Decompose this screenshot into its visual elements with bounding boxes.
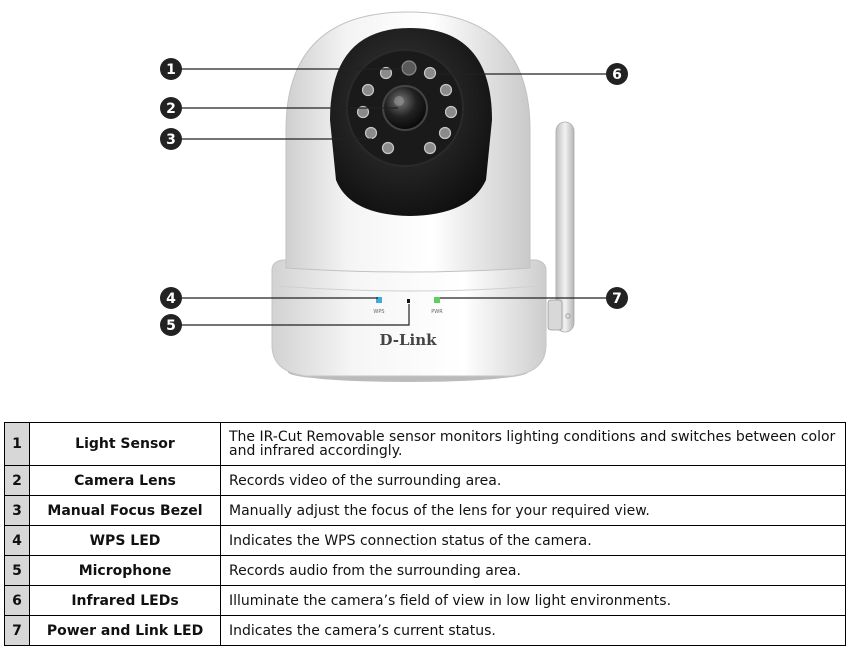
microphone — [407, 299, 410, 303]
component-name: Light Sensor — [29, 422, 221, 466]
camera-diagram: WPS PWR D-Link 1 2 3 4 5 6 7 — [160, 11, 628, 382]
row-number: 3 — [4, 495, 30, 526]
callout-1-number: 1 — [166, 62, 176, 78]
component-name: Power and Link LED — [29, 615, 221, 646]
row-number: 1 — [4, 422, 30, 466]
front-indicators: WPS PWR D-Link — [373, 297, 443, 349]
callout-2-number: 2 — [166, 101, 176, 117]
wps-led — [376, 297, 382, 303]
component-name: WPS LED — [29, 525, 221, 556]
callout-2: 2 — [160, 97, 182, 119]
component-description: Indicates the WPS connection status of t… — [220, 525, 846, 556]
row-number: 7 — [4, 615, 30, 646]
component-description: Manually adjust the focus of the lens fo… — [220, 495, 846, 526]
component-description: Illuminate the camera’s field of view in… — [220, 585, 846, 616]
row-number: 2 — [4, 465, 30, 496]
component-name: Infrared LEDs — [29, 585, 221, 616]
component-description: Records audio from the surrounding area. — [220, 555, 846, 586]
infrared-leds — [356, 66, 458, 155]
callout-1: 1 — [160, 58, 182, 80]
component-description: Records video of the surrounding area. — [220, 465, 846, 496]
component-name: Microphone — [29, 555, 221, 586]
table-row: 4 WPS LED Indicates the WPS connection s… — [4, 525, 846, 556]
component-name: Manual Focus Bezel — [29, 495, 221, 526]
table-row: 5 Microphone Records audio from the surr… — [4, 555, 846, 586]
power-led — [434, 297, 440, 303]
power-led-label: PWR — [431, 309, 443, 315]
callout-6: 6 — [606, 63, 628, 85]
callout-3-number: 3 — [166, 132, 176, 148]
callout-5-number: 5 — [166, 318, 176, 334]
table-row: 6 Infrared LEDs Illuminate the camera’s … — [4, 585, 846, 616]
wps-led-label: WPS — [373, 309, 384, 315]
component-description: The IR-Cut Removable sensor monitors lig… — [220, 422, 846, 466]
component-table: 1 Light Sensor The IR-Cut Removable sens… — [4, 422, 846, 646]
component-description: Indicates the camera’s current status. — [220, 615, 846, 646]
callout-6-number: 6 — [612, 67, 622, 83]
callout-4-number: 4 — [166, 291, 176, 307]
callout-4: 4 — [160, 287, 182, 309]
callout-lines — [182, 68, 606, 326]
table-row: 1 Light Sensor The IR-Cut Removable sens… — [4, 422, 846, 466]
row-number: 5 — [4, 555, 30, 586]
row-number: 4 — [4, 525, 30, 556]
callout-7-number: 7 — [612, 291, 622, 307]
callout-5: 5 — [160, 314, 182, 336]
component-name: Camera Lens — [29, 465, 221, 496]
antenna — [547, 121, 575, 333]
table-row: 2 Camera Lens Records video of the surro… — [4, 465, 846, 496]
table-row: 3 Manual Focus Bezel Manually adjust the… — [4, 495, 846, 526]
callout-7: 7 — [606, 287, 628, 309]
row-number: 6 — [4, 585, 30, 616]
camera-head — [285, 11, 531, 273]
brand-logo: D-Link — [379, 331, 437, 349]
callout-3: 3 — [160, 128, 182, 150]
table-row: 7 Power and Link LED Indicates the camer… — [4, 615, 846, 646]
